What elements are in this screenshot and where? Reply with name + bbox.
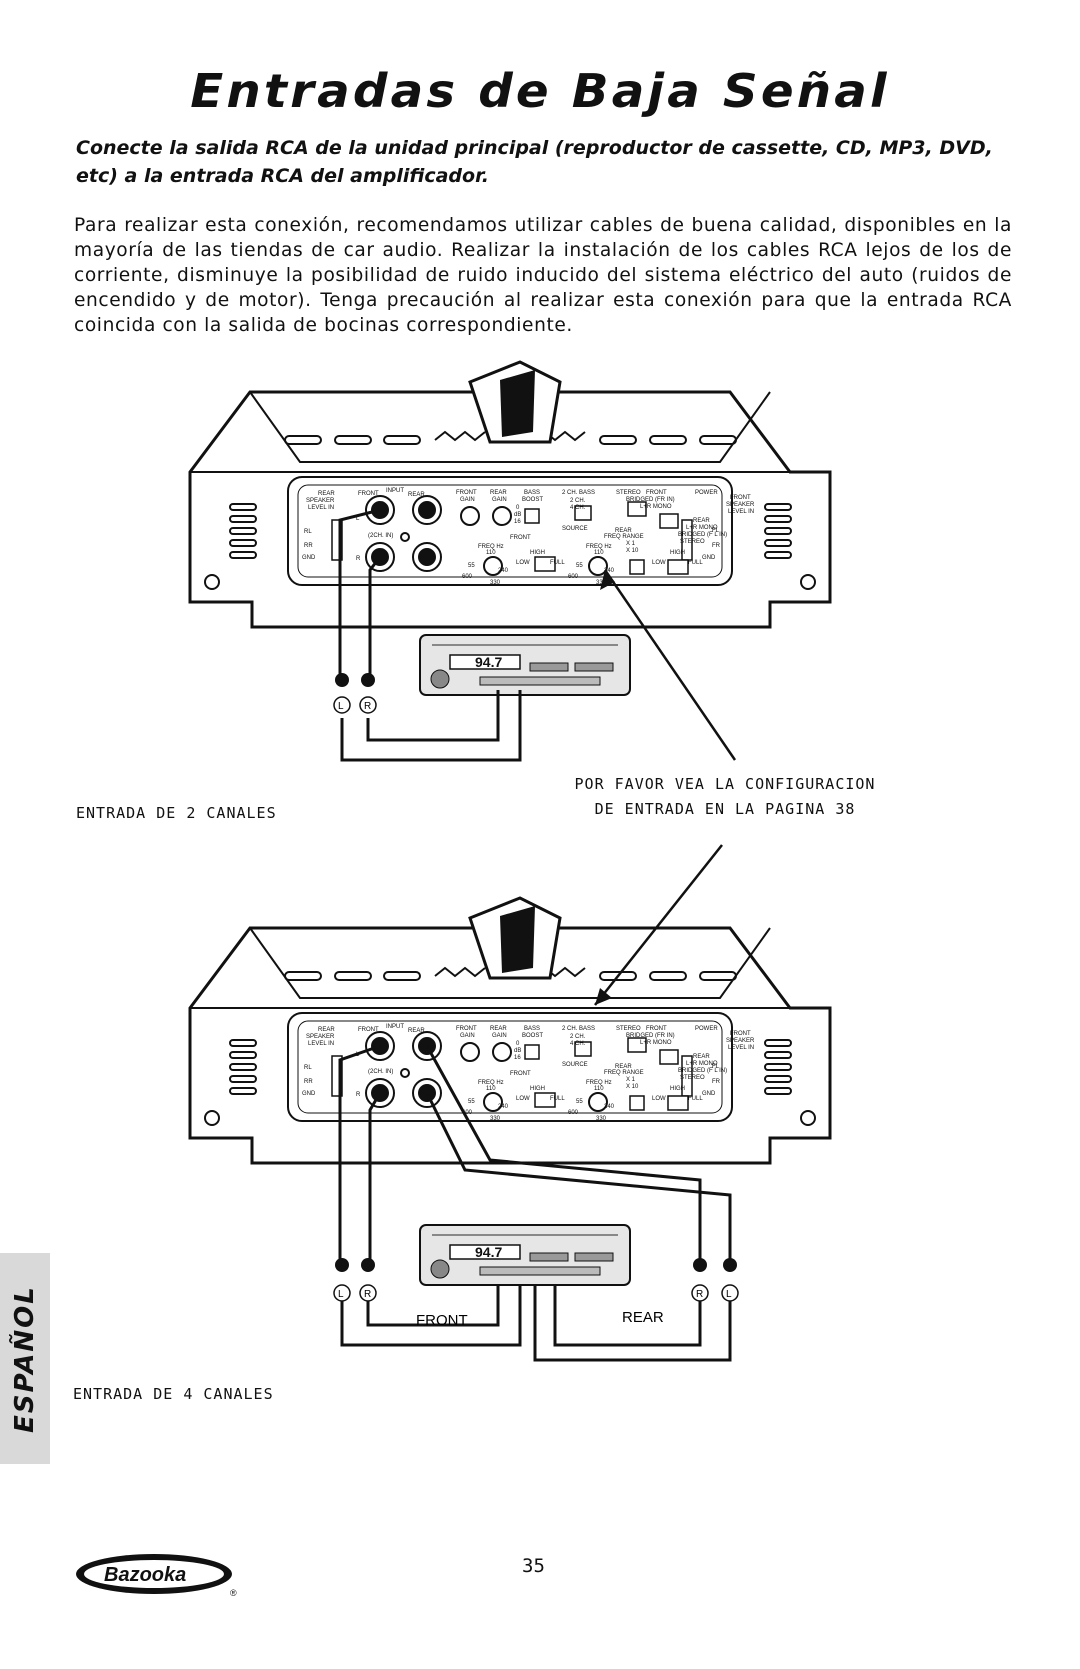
config-note-line-2: DE ENTRADA EN LA PAGINA 38 [594,800,856,818]
config-note: POR FAVOR VEA LA CONFIGURACION DE ENTRAD… [560,772,890,822]
connector-r-1: R [364,701,371,712]
page-title: Entradas de Baja Señal [190,64,890,118]
head-unit-display-2: 94.7 [475,1244,502,1260]
bazooka-logo: Bazooka ® [76,1554,237,1598]
language-tab: ESPAÑOL [0,1253,50,1464]
connector-r-2: R [364,1289,371,1300]
head-unit-display-1: 94.7 [475,654,502,670]
caption-four-channel: ENTRADA DE 4 CANALES [73,1385,274,1403]
rear-label: REAR [622,1309,664,1326]
body-paragraph: Para realizar esta conexión, recomendamo… [74,215,1012,336]
page-number: 35 [522,1555,545,1577]
connector-l-3: L [726,1289,732,1300]
connector-l-2: L [338,1289,344,1300]
connector-r-3: R [696,1289,703,1300]
connector-l-1: L [338,701,344,712]
pointer-arrow-1 [603,569,737,761]
logo-text: Bazooka [104,1564,186,1586]
lead-paragraph: Conecte la salida RCA de la unidad princ… [76,137,993,187]
svg-text:®: ® [230,1588,237,1598]
front-label: FRONT [416,1312,468,1329]
caption-two-channel: ENTRADA DE 2 CANALES [76,804,277,822]
language-tab-label: ESPAÑOL [10,1284,40,1433]
config-note-line-1: POR FAVOR VEA LA CONFIGURACION [574,775,876,793]
pointer-arrow-2 [594,844,723,1006]
